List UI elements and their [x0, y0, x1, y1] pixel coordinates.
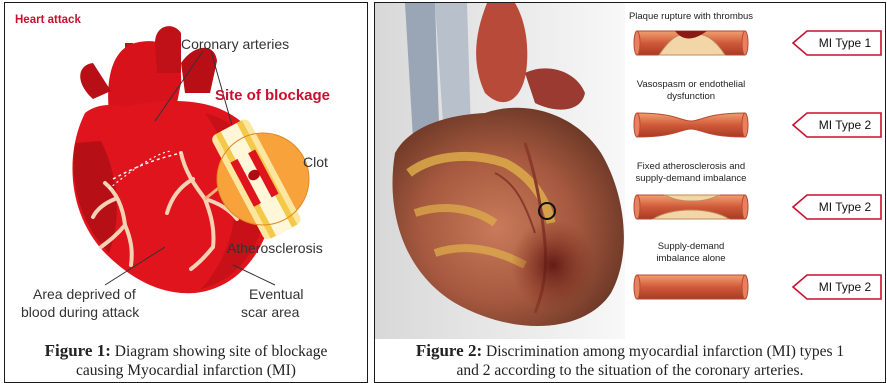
figure-2-caption-line-2: and 2 according to the situation of the … [375, 361, 885, 380]
mi-row-2-title-line-2: dysfunction [667, 91, 715, 102]
figure-1-caption-line-2: causing Myocardial infarction (MI) [5, 361, 367, 380]
figure-2-caption: Figure 2: Discrimination among myocardia… [375, 341, 885, 380]
mi-type-tag-label-1: MI Type 1 [819, 36, 872, 50]
mi-type-tag-label-2: MI Type 2 [819, 118, 872, 132]
mi-row-1: Plaque rupture with thrombus MI Type 1 [629, 11, 881, 55]
mi-row-2-title-line-1: Vasospasm or endothelial [637, 79, 746, 90]
figure-1-caption-line-1: Diagram showing site of blockage [115, 343, 328, 360]
heart-attack-diagram: Heart attack [5, 3, 367, 339]
scar-area-label: scar area [241, 304, 300, 320]
realistic-heart-illustration [375, 3, 625, 339]
mi-row-4-title-line-2: imbalance alone [656, 253, 725, 264]
area-deprived-label-1: Area deprived of [33, 286, 136, 302]
atherosclerosis-label: Atherosclerosis [227, 240, 323, 256]
eventual-label: Eventual [249, 286, 303, 302]
mi-type-rows: Plaque rupture with thrombus MI Type 1 Vas… [629, 11, 881, 299]
figure-1-caption: Figure 1: Diagram showing site of blocka… [5, 341, 367, 380]
mi-types-diagram: Plaque rupture with thrombus MI Type 1 Vas… [375, 3, 885, 339]
mi-type-tag-label-3: MI Type 2 [819, 200, 872, 214]
heart-attack-header: Heart attack [15, 14, 81, 26]
figure-2-caption-line-1: Discrimination among myocardial infarcti… [486, 343, 844, 360]
figure-2-caption-label: Figure 2: [416, 341, 482, 360]
coronary-arteries-label: Coronary arteries [181, 36, 289, 52]
mi-row-1-title-line-1: Plaque rupture with thrombus [629, 11, 753, 22]
site-of-blockage-label: Site of blockage [215, 87, 330, 104]
mi-type-tag-label-4: MI Type 2 [819, 280, 872, 294]
mi-row-3-title-line-2: supply-demand imbalance [636, 173, 747, 184]
figure-2-panel: Plaque rupture with thrombus MI Type 1 Vas… [374, 2, 886, 383]
figure-1-panel: Heart attack [4, 2, 368, 383]
mi-row-3-title-line-1: Fixed atherosclerosis and [637, 161, 745, 172]
vessel-4 [637, 275, 745, 299]
area-deprived-label-2: blood during attack [21, 304, 140, 320]
figure-1-caption-label: Figure 1: [45, 341, 111, 360]
vessel-2 [637, 113, 745, 137]
mi-row-4-title-line-1: Supply-demand [658, 241, 725, 252]
clot-label: Clot [303, 154, 328, 170]
